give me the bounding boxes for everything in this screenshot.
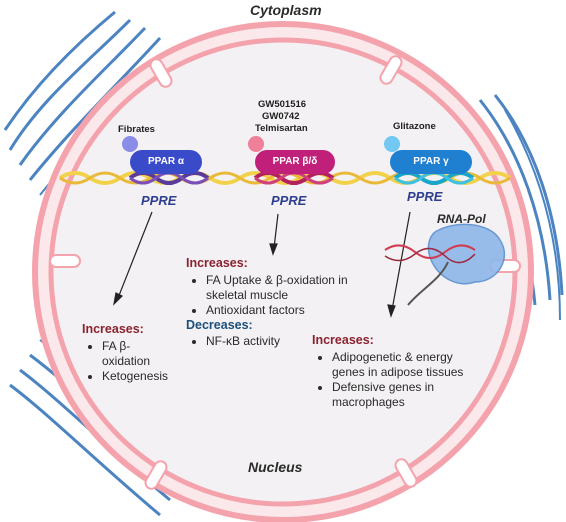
- alpha-increase-item: Ketogenesis: [102, 369, 212, 384]
- ligand-glitazone: Glitazone: [393, 121, 436, 132]
- alpha-increase-item: FA β-oxidation: [102, 339, 162, 369]
- gamma-increase-item: Defensive genes in macrophages: [332, 380, 472, 410]
- receptor-label-alpha: PPAR α: [148, 156, 184, 167]
- receptor-label-gamma: PPAR γ: [413, 156, 449, 167]
- ppre-beta: PPRE: [271, 193, 307, 208]
- receptor-ppar-beta-delta: [248, 136, 335, 174]
- ligand-telmisartan: Telmisartan: [255, 123, 308, 134]
- ligand-ball-glitazone: [384, 136, 400, 152]
- cytoplasm-label: Cytoplasm: [250, 2, 322, 18]
- beta-increase-item: FA Uptake & β-oxidation in skeletal musc…: [206, 273, 376, 303]
- ligand-fibrates: Fibrates: [118, 124, 155, 135]
- beta-increase-item: Antioxidant factors: [206, 303, 376, 318]
- ligand-gw0742: GW0742: [262, 111, 300, 122]
- nucleus-label: Nucleus: [248, 459, 303, 475]
- gamma-increase-item: Adipogenetic & energy genes in adipose t…: [332, 350, 472, 380]
- beta-increases-header: Increases:: [186, 256, 248, 270]
- nuclear-pores: [49, 55, 521, 490]
- alpha-effects: Increases: FA β-oxidation Ketogenesis: [82, 322, 212, 384]
- alpha-increases-header: Increases:: [82, 322, 144, 336]
- rna-pol-label: RNA-Pol: [437, 212, 486, 226]
- beta-effects: Increases: FA Uptake & β-oxidation in sk…: [186, 256, 376, 349]
- ppre-alpha: PPRE: [141, 193, 177, 208]
- ppre-gamma: PPRE: [407, 189, 443, 204]
- receptor-ppar-gamma: [384, 136, 472, 174]
- ligand-gw501516: GW501516: [258, 99, 307, 110]
- rna-polymerase-shape: [384, 223, 506, 306]
- receptor-label-beta: PPAR β/δ: [272, 156, 318, 167]
- beta-decrease-item: NF-κB activity: [206, 334, 376, 349]
- ligand-ball-gw: [248, 136, 264, 152]
- gamma-increases-header: Increases:: [312, 333, 374, 347]
- ligand-ball-fibrates: [122, 136, 138, 152]
- receptor-ppar-alpha: [122, 136, 202, 174]
- gamma-effects: Increases: Adipogenetic & energy genes i…: [312, 333, 472, 410]
- beta-decreases-header: Decreases:: [186, 317, 253, 332]
